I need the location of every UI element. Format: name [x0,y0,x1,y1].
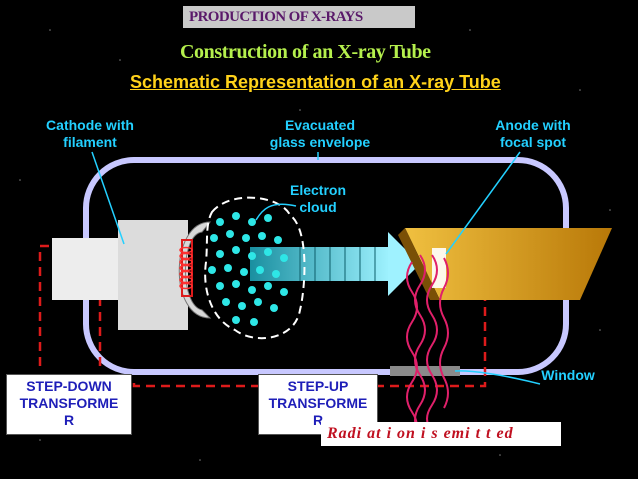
envelope-label: Evacuated glass envelope [250,117,390,151]
electron-dots [208,212,288,326]
radiation-emitted-caption: Radi at i on i s emi t t ed [321,422,561,446]
filament-coil [179,246,193,290]
tube-window [390,366,460,376]
step-down-line3: R [63,412,75,428]
electron-cloud-label-line2: cloud [299,199,337,215]
step-up-line1: STEP-UP [287,378,349,394]
envelope-label-line1: Evacuated [284,117,356,133]
anode-label: Anode with focal spot [478,117,588,151]
construction-title: Construction of an X-ray Tube [180,41,431,63]
pointer-lines [91,151,541,385]
electron-cloud-boundary [204,196,306,340]
step-up-line3: R [312,412,324,428]
cathode-label: Cathode with filament [30,117,150,151]
anode-label-line2: focal spot [499,134,567,150]
cathode-assembly [52,220,212,330]
anode-label-line1: Anode with [495,117,571,133]
electron-cloud-label-line1: Electron [289,182,346,198]
cathode-label-line2: filament [63,134,117,150]
step-up-line2: TRANSFORME [268,395,368,411]
step-up-transformer-box: STEP-UP TRANSFORME R [258,374,378,435]
electron-cloud-label: Electron cloud [278,182,358,216]
step-down-line2: TRANSFORME [19,395,119,411]
schematic-title: Schematic Representation of an X-ray Tub… [130,72,501,92]
cathode-label-line1: Cathode with [46,117,134,133]
envelope-label-line2: glass envelope [269,134,371,150]
window-label: Window [541,367,595,383]
section-title-bar: PRODUCTION OF X-RAYS [183,6,415,28]
step-down-line1: STEP-DOWN [26,378,112,394]
xray-radiation-waves [406,254,449,441]
background-stars [19,29,611,461]
step-down-transformer-box: STEP-DOWN TRANSFORME R [6,374,132,435]
